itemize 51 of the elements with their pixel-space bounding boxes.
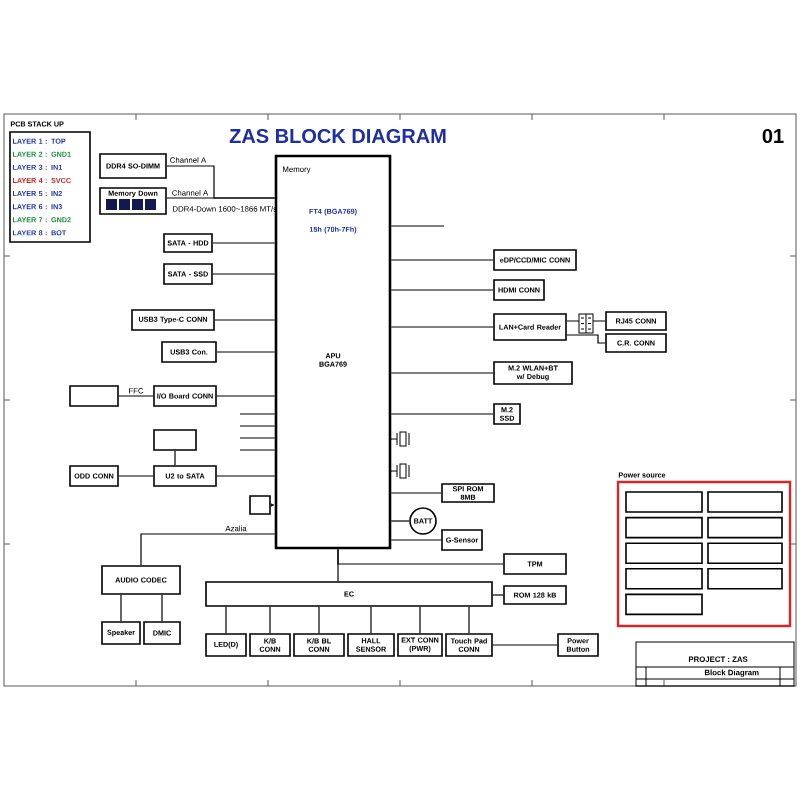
connector-line: [212, 242, 276, 244]
empty-box: [249, 495, 271, 515]
connector-line: [566, 320, 606, 322]
connector-line: [390, 372, 494, 374]
connector-line: [214, 319, 276, 321]
connector-line: [140, 533, 276, 566]
empty-box: [707, 568, 783, 590]
connector-line: [161, 594, 163, 622]
connector-line: [318, 606, 320, 634]
connector-line: [269, 606, 271, 634]
empty-box: [625, 491, 703, 513]
empty-box: [153, 429, 197, 451]
connector-line: [225, 606, 227, 634]
connector-line: [492, 594, 504, 596]
connector-line: [212, 273, 276, 275]
connector-line: [166, 197, 276, 199]
empty-box: [625, 516, 703, 539]
connector-line: [390, 520, 410, 522]
connector-line: [239, 449, 276, 451]
page-number: 01: [762, 128, 784, 144]
connector-line: [337, 548, 339, 582]
connector-line: [390, 225, 445, 227]
connector-line: [370, 606, 372, 634]
connector-line: [118, 395, 154, 397]
connector-line: [390, 539, 442, 541]
connector-line: [216, 351, 276, 353]
empty-box: [707, 516, 783, 539]
connector-line: [239, 437, 276, 439]
connector-line: [419, 606, 421, 634]
empty-box: [625, 542, 703, 564]
connector-line: [216, 475, 276, 477]
empty-box: [707, 491, 783, 513]
empty-box: [707, 542, 783, 564]
connector-line: [390, 289, 494, 291]
connector-line: [468, 606, 470, 634]
connector-line: [239, 413, 276, 415]
connector-line: [390, 326, 494, 328]
empty-box: [625, 568, 703, 590]
connector-line: [118, 475, 154, 477]
title: ZAS BLOCK DIAGRAM: [229, 128, 446, 144]
connector-line: [120, 594, 122, 622]
connector-line: [390, 492, 442, 494]
connector-line: [216, 395, 276, 397]
connector-line: [390, 259, 494, 261]
empty-box: [625, 593, 703, 616]
connector-line: [390, 413, 494, 415]
connector-line: [239, 425, 276, 427]
connector-line: [492, 644, 558, 646]
connector-line: [174, 450, 176, 466]
connector-line: [566, 334, 606, 344]
empty-box: [69, 385, 119, 407]
